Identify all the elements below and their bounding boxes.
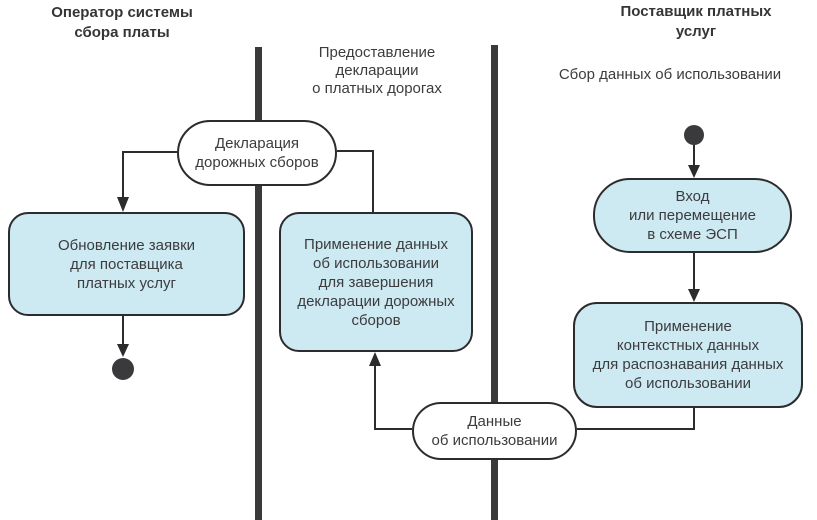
- arrowhead-to-entry: [688, 165, 700, 178]
- lane-label-declaration: Предоставление декларации о платных доро…: [312, 44, 442, 97]
- lane-label-usage-collection: Сбор данных об использовании: [558, 66, 782, 83]
- arrowhead-to-context: [688, 289, 700, 302]
- final-node: [112, 358, 134, 380]
- arrowhead-to-apply: [369, 352, 381, 366]
- swimlane-divider-left: [255, 47, 262, 520]
- lane-header-operator: Оператор системы сбора платы: [51, 4, 193, 41]
- lane-header-provider: Поставщик платных услуг: [620, 3, 772, 40]
- flow-context-to-usage: [577, 408, 695, 430]
- flow-declaration-to-apply: [337, 150, 374, 212]
- activity-apply-usage-data: Применение данных об использовании для з…: [279, 212, 473, 352]
- activity-entry-movement: Вход или перемещение в схеме ЭСП: [593, 178, 792, 253]
- arrowhead-to-update: [117, 197, 129, 212]
- flow-usage-to-apply: [374, 366, 412, 430]
- swimlane-divider-right: [491, 45, 498, 520]
- flow-declaration-to-update: [122, 151, 177, 197]
- initial-node: [684, 125, 704, 145]
- object-node-declaration: Декларация дорожных сборов: [177, 120, 337, 186]
- activity-apply-context-data: Применение контекстных данных для распоз…: [573, 302, 803, 408]
- arrowhead-to-final: [117, 344, 129, 357]
- activity-update-request: Обновление заявки для поставщика платных…: [8, 212, 245, 316]
- object-node-usage-data: Данные об использовании: [412, 402, 577, 460]
